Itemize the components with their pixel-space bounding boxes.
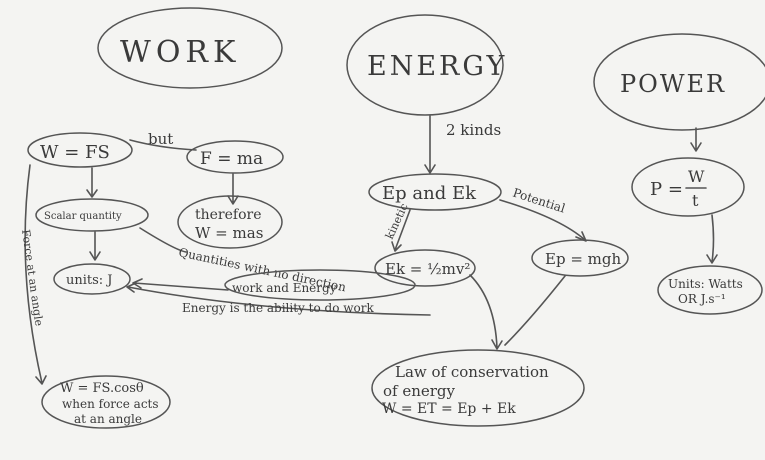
arrow-scalar-units: [89, 231, 101, 261]
units-j-label: units: J: [66, 273, 113, 288]
w-fs-oval: [27, 132, 133, 168]
two-kinds-label: 2 kinds: [446, 121, 501, 139]
power-oval: [593, 33, 765, 131]
ep-oval: [531, 239, 629, 277]
potential-label: Potential: [511, 186, 567, 216]
w-fscos-label-1: W = FS.cosθ: [60, 381, 144, 396]
arrow-epek-ep: [499, 199, 587, 242]
scalar-to-quantities: [139, 227, 187, 253]
scalar-oval: [35, 198, 149, 232]
law-label-1: Law of conservation: [395, 363, 549, 381]
arrow-wfs-scalar: [86, 167, 98, 198]
arrow-energy-ability-units: [126, 282, 431, 316]
f-ma-oval: [186, 140, 284, 174]
power-label: POWER: [620, 70, 726, 98]
arrow-power-p: [690, 127, 702, 152]
arrow-epek-ek: [391, 209, 411, 252]
arrow-ek-law: [469, 274, 503, 350]
w-fscos-oval: [41, 375, 171, 429]
p-eq-den: t: [692, 191, 699, 210]
w-fscos-label-3: at an angle: [74, 412, 142, 426]
p-eq-num: W: [688, 167, 705, 186]
work-label: WORK: [120, 35, 240, 70]
but-label: but: [148, 130, 173, 148]
but-connector: [129, 139, 197, 151]
arrow-fma-therefore: [227, 173, 239, 205]
ep-ek-oval: [368, 173, 502, 211]
w-fscos-label-2: when force acts: [62, 397, 159, 411]
quantities-label-2: work and Energy: [232, 281, 337, 295]
angle-side-label: Force at an angle: [19, 229, 45, 327]
law-label-2: of energy: [383, 382, 456, 400]
arrow-energy-epek: [424, 115, 436, 174]
law-label-3: W = ET = Ep + Ek: [382, 401, 516, 417]
arrow-ep-law: [504, 275, 566, 346]
units-j-oval: [53, 263, 131, 295]
units-watts-label-1: Units: Watts: [668, 277, 743, 291]
energy-ability-label: Energy is the ability to do work: [182, 301, 374, 315]
angle-arrow: [24, 164, 47, 385]
arrow-quantities-units: [132, 278, 229, 291]
energy-oval: [346, 14, 504, 116]
units-watts-oval: [657, 265, 763, 315]
scalar-label: Scalar quantity: [44, 211, 122, 222]
energy-label: ENERGY: [367, 51, 507, 82]
ek-label: Ek = ½mv²: [385, 260, 470, 278]
p-eq-oval: [631, 157, 745, 217]
f-ma-label: F = ma: [200, 149, 263, 169]
p-eq-lhs: P =: [650, 179, 683, 200]
w-fs-label: W = FS: [40, 142, 110, 163]
arrow-p-units: [706, 214, 718, 264]
therefore-oval: [177, 195, 283, 249]
w-mas-label: W = mas: [195, 224, 263, 242]
ep-label: Ep = mgh: [545, 250, 621, 268]
law-oval: [371, 349, 585, 427]
units-watts-label-2: OR J.s⁻¹: [678, 292, 726, 306]
therefore-label: therefore: [195, 207, 262, 223]
ek-oval: [374, 249, 476, 287]
work-oval: [97, 7, 283, 89]
ep-ek-label: Ep and Ek: [382, 183, 477, 204]
